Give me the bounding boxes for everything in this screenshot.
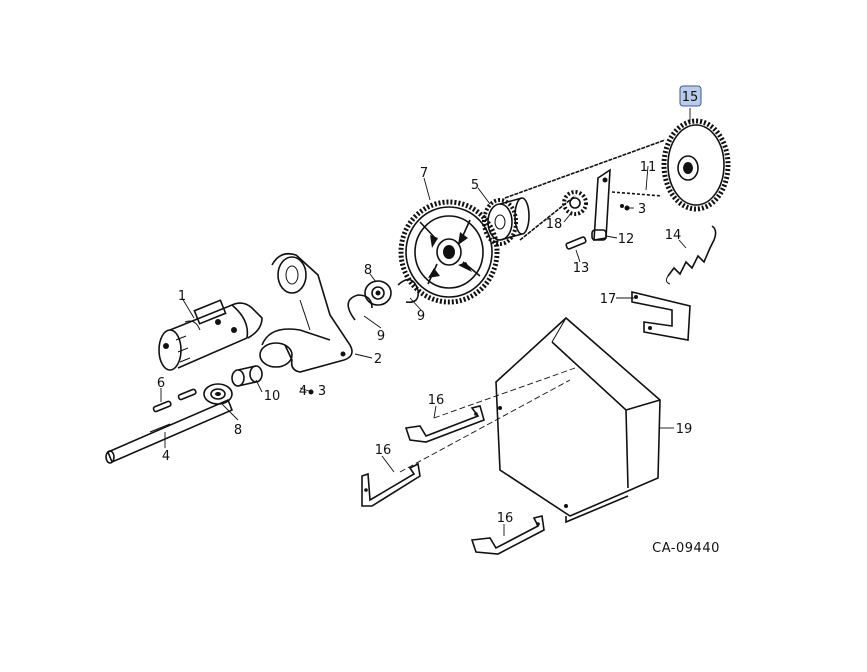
callout-4-small[interactable]: 4 xyxy=(299,384,307,399)
shield-cover[interactable] xyxy=(399,316,661,524)
drive-sprocket[interactable] xyxy=(482,197,530,246)
callout-14[interactable]: 14 xyxy=(665,228,682,243)
bracket-16-middle[interactable] xyxy=(361,462,421,507)
screw-upper[interactable] xyxy=(624,205,630,211)
leader-lines xyxy=(160,108,691,536)
callout-8-lower[interactable]: 8 xyxy=(234,423,242,438)
bracket-16-lower[interactable] xyxy=(470,515,545,555)
tensioner-arm[interactable] xyxy=(591,168,663,241)
callout-15[interactable]: 15 xyxy=(682,90,699,105)
bearing-lower[interactable] xyxy=(203,383,233,405)
callout-10[interactable]: 10 xyxy=(264,389,281,404)
figure-code: CA-09440 xyxy=(652,541,720,556)
spring[interactable] xyxy=(665,225,717,285)
callout-labels: 15 1 2 4 3 6 4 8 10 7 8 9 9 5 11 3 12 18… xyxy=(157,85,720,556)
callout-18[interactable]: 18 xyxy=(546,217,563,232)
callout-12[interactable]: 12 xyxy=(618,232,635,247)
callout-7[interactable]: 7 xyxy=(420,166,428,181)
mounting-bracket[interactable] xyxy=(259,252,353,373)
idler-sprocket[interactable] xyxy=(562,190,588,216)
callout-9-left[interactable]: 9 xyxy=(377,329,385,344)
callout-9-right[interactable]: 9 xyxy=(417,309,425,324)
callout-19[interactable]: 19 xyxy=(676,422,693,437)
spacer[interactable] xyxy=(231,365,263,387)
callout-3-lower[interactable]: 3 xyxy=(318,384,326,399)
callout-4[interactable]: 4 xyxy=(162,449,170,464)
bracket-17[interactable] xyxy=(631,290,691,341)
snap-ring-left[interactable] xyxy=(347,294,373,321)
callout-1[interactable]: 1 xyxy=(178,289,186,304)
highlight-box[interactable] xyxy=(679,85,702,107)
callout-8-upper[interactable]: 8 xyxy=(364,263,372,278)
callout-16-middle[interactable]: 16 xyxy=(375,443,392,458)
pin[interactable] xyxy=(565,236,587,250)
callout-2[interactable]: 2 xyxy=(374,352,382,367)
shaft[interactable] xyxy=(105,398,234,464)
drive-chain[interactable] xyxy=(504,139,666,241)
callout-3-upper[interactable]: 3 xyxy=(638,202,646,217)
snap-ring-right[interactable] xyxy=(397,278,420,304)
callout-13[interactable]: 13 xyxy=(573,261,590,276)
callout-16-upper[interactable]: 16 xyxy=(428,393,445,408)
callout-11[interactable]: 11 xyxy=(640,160,657,175)
large-sprocket[interactable] xyxy=(661,118,731,212)
bearing-upper[interactable] xyxy=(364,280,392,306)
callout-16-lower[interactable]: 16 xyxy=(497,511,514,526)
large-gear[interactable] xyxy=(398,199,500,305)
bracket-16-upper[interactable] xyxy=(404,405,485,443)
screw-lower[interactable] xyxy=(299,387,314,395)
callout-17[interactable]: 17 xyxy=(600,292,617,307)
callout-6[interactable]: 6 xyxy=(157,376,165,391)
callout-5[interactable]: 5 xyxy=(471,178,479,193)
keys[interactable] xyxy=(152,388,197,413)
starter-motor[interactable] xyxy=(158,299,263,371)
